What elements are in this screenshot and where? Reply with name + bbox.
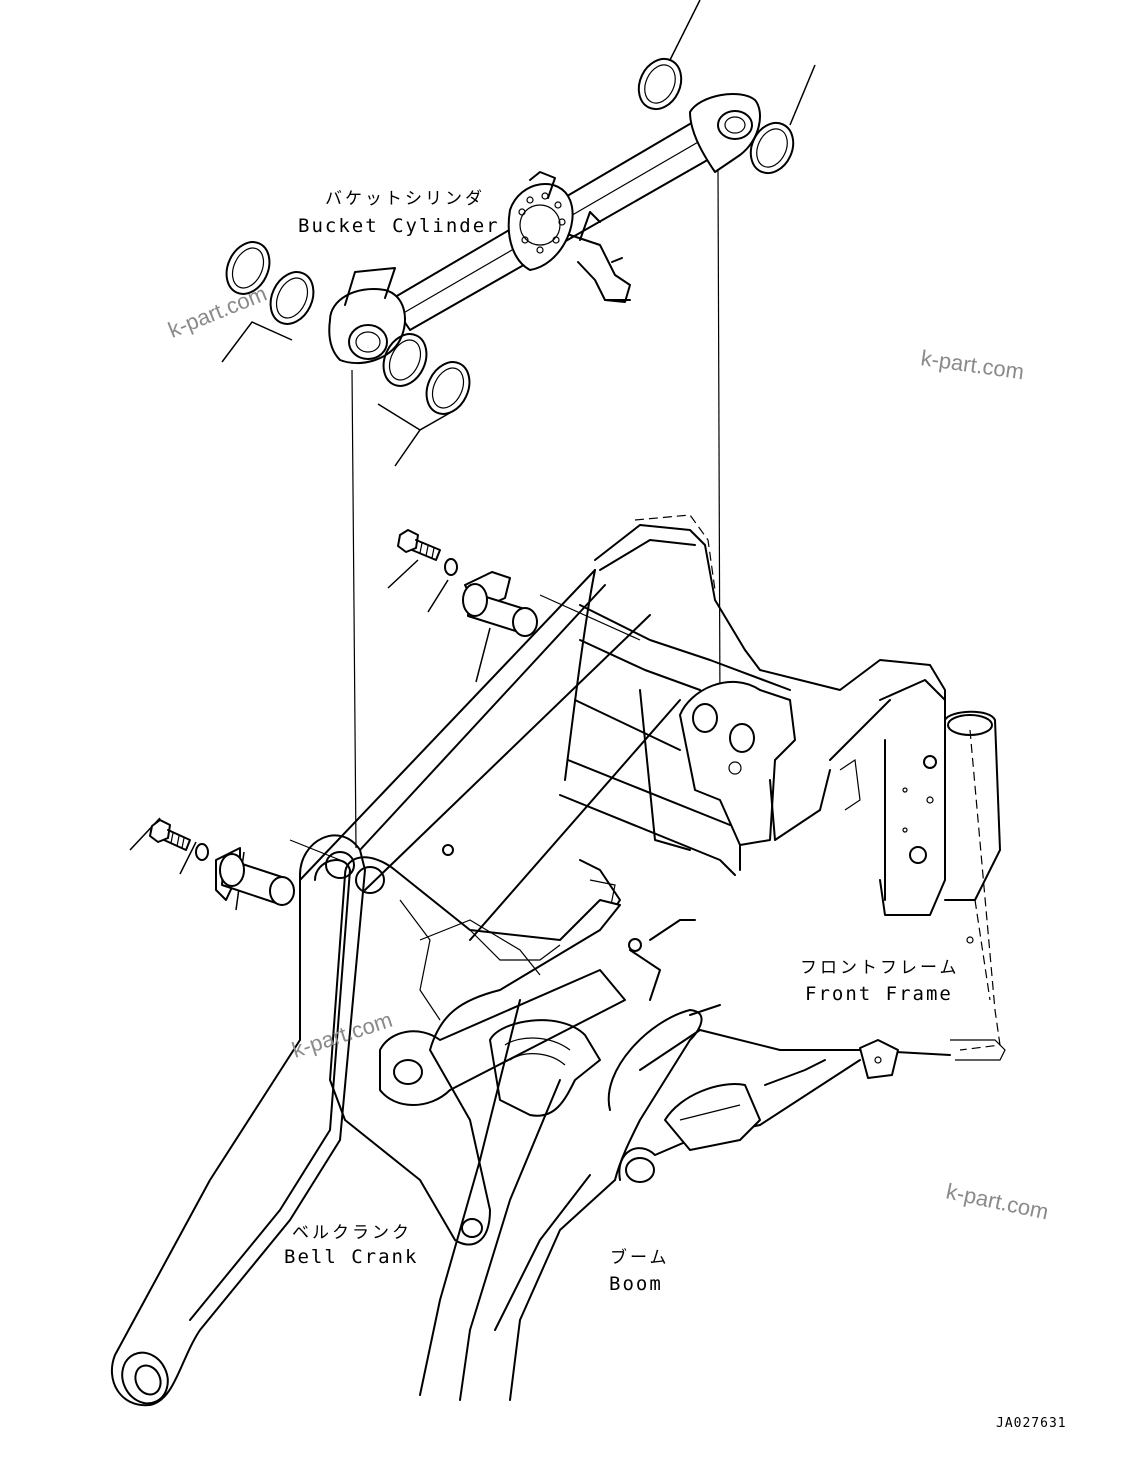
boom[interactable]	[110, 569, 861, 1411]
drawing-code: JA027631	[996, 1416, 1067, 1431]
bucket-cylinder-label-jp: バケットシリンダ	[325, 189, 485, 209]
front-frame-label-jp: フロントフレーム	[800, 958, 960, 978]
boom-label: ブーム Boom	[609, 1247, 670, 1295]
lower-pin-assembly[interactable]	[149, 819, 295, 906]
washer-set[interactable]	[218, 52, 801, 421]
front-frame-label-en: Front Frame	[805, 983, 953, 1005]
bell-crank-label-en: Bell Crank	[284, 1246, 418, 1268]
boom-label-en: Boom	[609, 1273, 663, 1295]
upper-pin-assembly[interactable]	[397, 529, 538, 637]
bell-crank-label-jp: ベルクランク	[292, 1223, 412, 1243]
watermark-1: k-part.com	[165, 281, 271, 343]
alignment-lines	[289, 169, 721, 863]
front-frame[interactable]	[442, 514, 1006, 1086]
boom-label-jp: ブーム	[610, 1247, 670, 1268]
watermarks: k-part.com k-part.com k-part.com k-part.…	[165, 281, 1051, 1225]
bucket-cylinder-label: バケットシリンダ Bucket Cylinder	[298, 189, 500, 237]
watermark-4: k-part.com	[944, 1178, 1051, 1224]
front-frame-label: フロントフレーム Front Frame	[800, 958, 960, 1005]
bucket-cylinder-label-en: Bucket Cylinder	[298, 215, 500, 237]
bucket-cylinder[interactable]	[328, 93, 761, 365]
watermark-2: k-part.com	[919, 345, 1025, 384]
bell-crank-label: ベルクランク Bell Crank	[284, 1223, 418, 1268]
